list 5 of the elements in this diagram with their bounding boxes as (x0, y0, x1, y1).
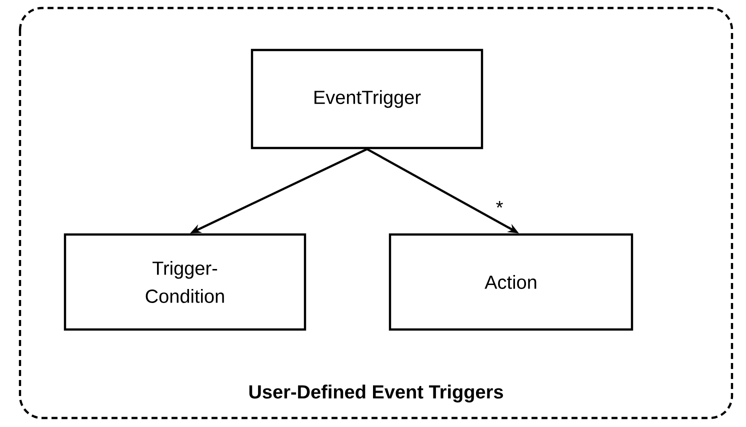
edge-label: * (496, 200, 503, 208)
class-box: EventTrigger (250, 48, 484, 150)
class-box: Action (388, 233, 634, 331)
class-box: Trigger- Condition (64, 233, 306, 331)
container-title: User-Defined Event Triggers (249, 384, 503, 402)
